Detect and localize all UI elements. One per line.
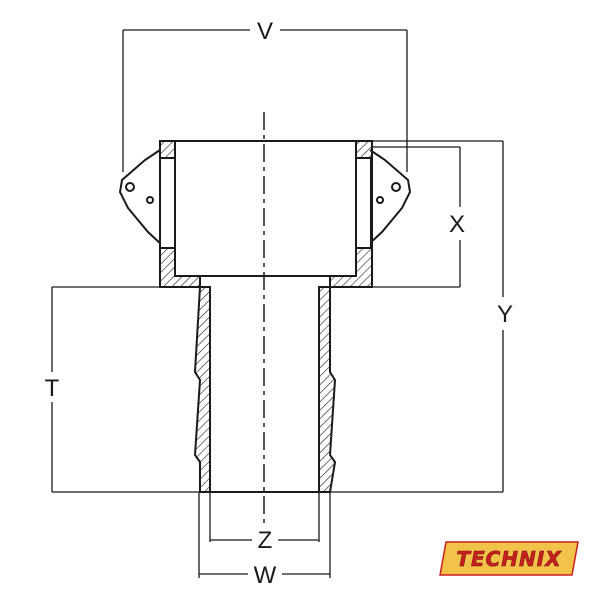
coupling-body <box>118 140 412 288</box>
dimension-label-y: Y <box>497 301 513 328</box>
dimension-frame <box>51 29 504 578</box>
dimension-label-x: X <box>449 211 465 238</box>
right-cam-pivot <box>391 182 401 192</box>
dimension-label-v: V <box>257 18 273 45</box>
dimension-label-z: Z <box>258 527 273 554</box>
right-cam-arm <box>367 149 412 246</box>
logo-background <box>439 541 579 576</box>
logo-text: TECHNIX <box>456 547 562 571</box>
left-cam-pivot <box>125 182 135 192</box>
dimension-label-t: T <box>45 375 60 402</box>
hose-tail <box>193 286 337 493</box>
technix-logo: TECHNIX <box>439 541 579 576</box>
dimension-label-w: W <box>254 562 277 589</box>
left-cam-arm <box>118 149 163 246</box>
hose-tail-left-wall <box>193 286 211 493</box>
hose-tail-right-wall <box>318 286 337 493</box>
